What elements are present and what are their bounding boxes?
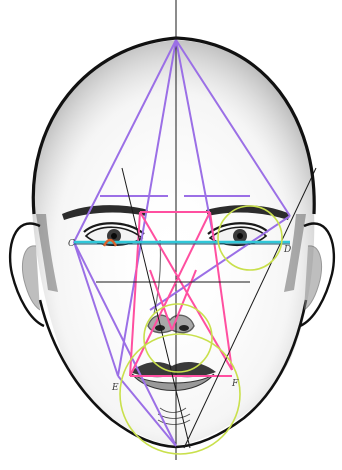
right-pupil: [237, 233, 243, 239]
label-e: E: [111, 383, 119, 393]
right-nostril: [179, 325, 189, 331]
label-d: D: [283, 245, 291, 255]
label-c: C: [68, 239, 75, 249]
label-f: F: [231, 379, 239, 389]
left-pupil: [111, 233, 117, 239]
